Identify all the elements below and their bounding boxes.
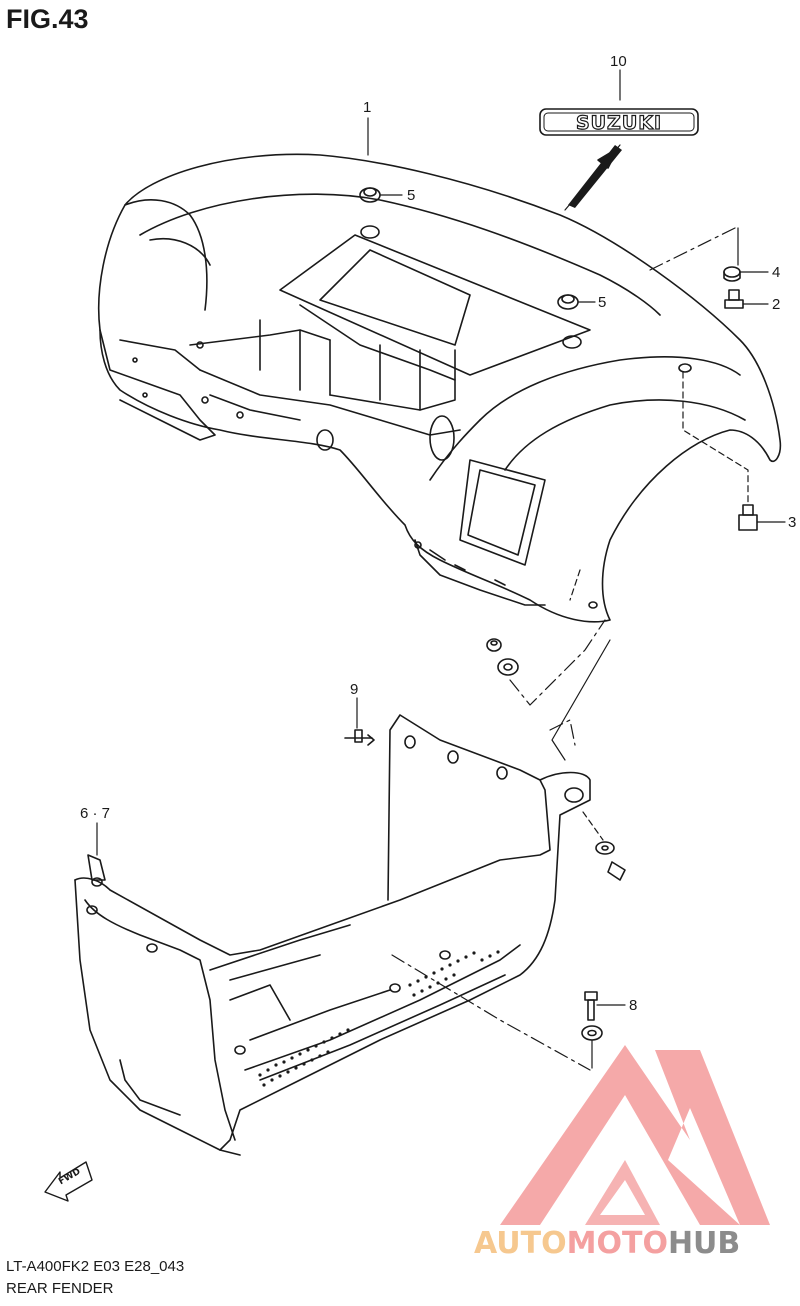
bolt-part-2 bbox=[724, 289, 744, 309]
mud-guard-part-6-7 bbox=[74, 714, 591, 1156]
callout-5-upper: 5 bbox=[407, 187, 416, 204]
callout-5-lower: 5 bbox=[598, 294, 607, 311]
grommet-part-5 bbox=[359, 187, 579, 310]
clip-part-9 bbox=[344, 729, 375, 746]
figure-name: REAR FENDER bbox=[6, 1280, 114, 1297]
automotohub-logo bbox=[500, 1045, 770, 1225]
callout-10: 10 bbox=[610, 53, 627, 70]
figure-code: LT-A400FK2 E03 E28_043 bbox=[6, 1258, 185, 1275]
collar-washer bbox=[486, 638, 519, 676]
callout-8: 8 bbox=[629, 997, 638, 1014]
suzuki-emblem-part-10 bbox=[539, 108, 699, 136]
nut-part-4 bbox=[723, 266, 741, 282]
washer-bolt-lower-right bbox=[595, 841, 626, 881]
callout-9: 9 bbox=[350, 681, 359, 698]
emblem-pointer-arrow bbox=[564, 144, 622, 211]
callout-1: 1 bbox=[363, 99, 372, 116]
grate-perforations bbox=[258, 950, 500, 1087]
callout-4: 4 bbox=[772, 264, 781, 281]
figure-title: FIG.43 bbox=[6, 4, 89, 34]
watermark-text: AUTOMOTOHUB bbox=[474, 1226, 740, 1261]
callout-6-7: 6 · 7 bbox=[80, 805, 111, 822]
callout-3: 3 bbox=[788, 514, 797, 531]
callout-2: 2 bbox=[772, 296, 781, 313]
watermark-hub: HUB bbox=[667, 1226, 741, 1261]
bolt-part-3 bbox=[738, 504, 758, 531]
rear-fender-part-1 bbox=[97, 153, 782, 623]
watermark-auto: AUTO bbox=[474, 1226, 567, 1261]
emblem-text: SUZUKI bbox=[575, 111, 663, 134]
leader-lines bbox=[96, 69, 786, 1071]
bolt-part-8 bbox=[581, 991, 603, 1041]
fwd-direction-arrow bbox=[44, 1161, 93, 1202]
watermark-moto: MOTO bbox=[566, 1226, 668, 1261]
